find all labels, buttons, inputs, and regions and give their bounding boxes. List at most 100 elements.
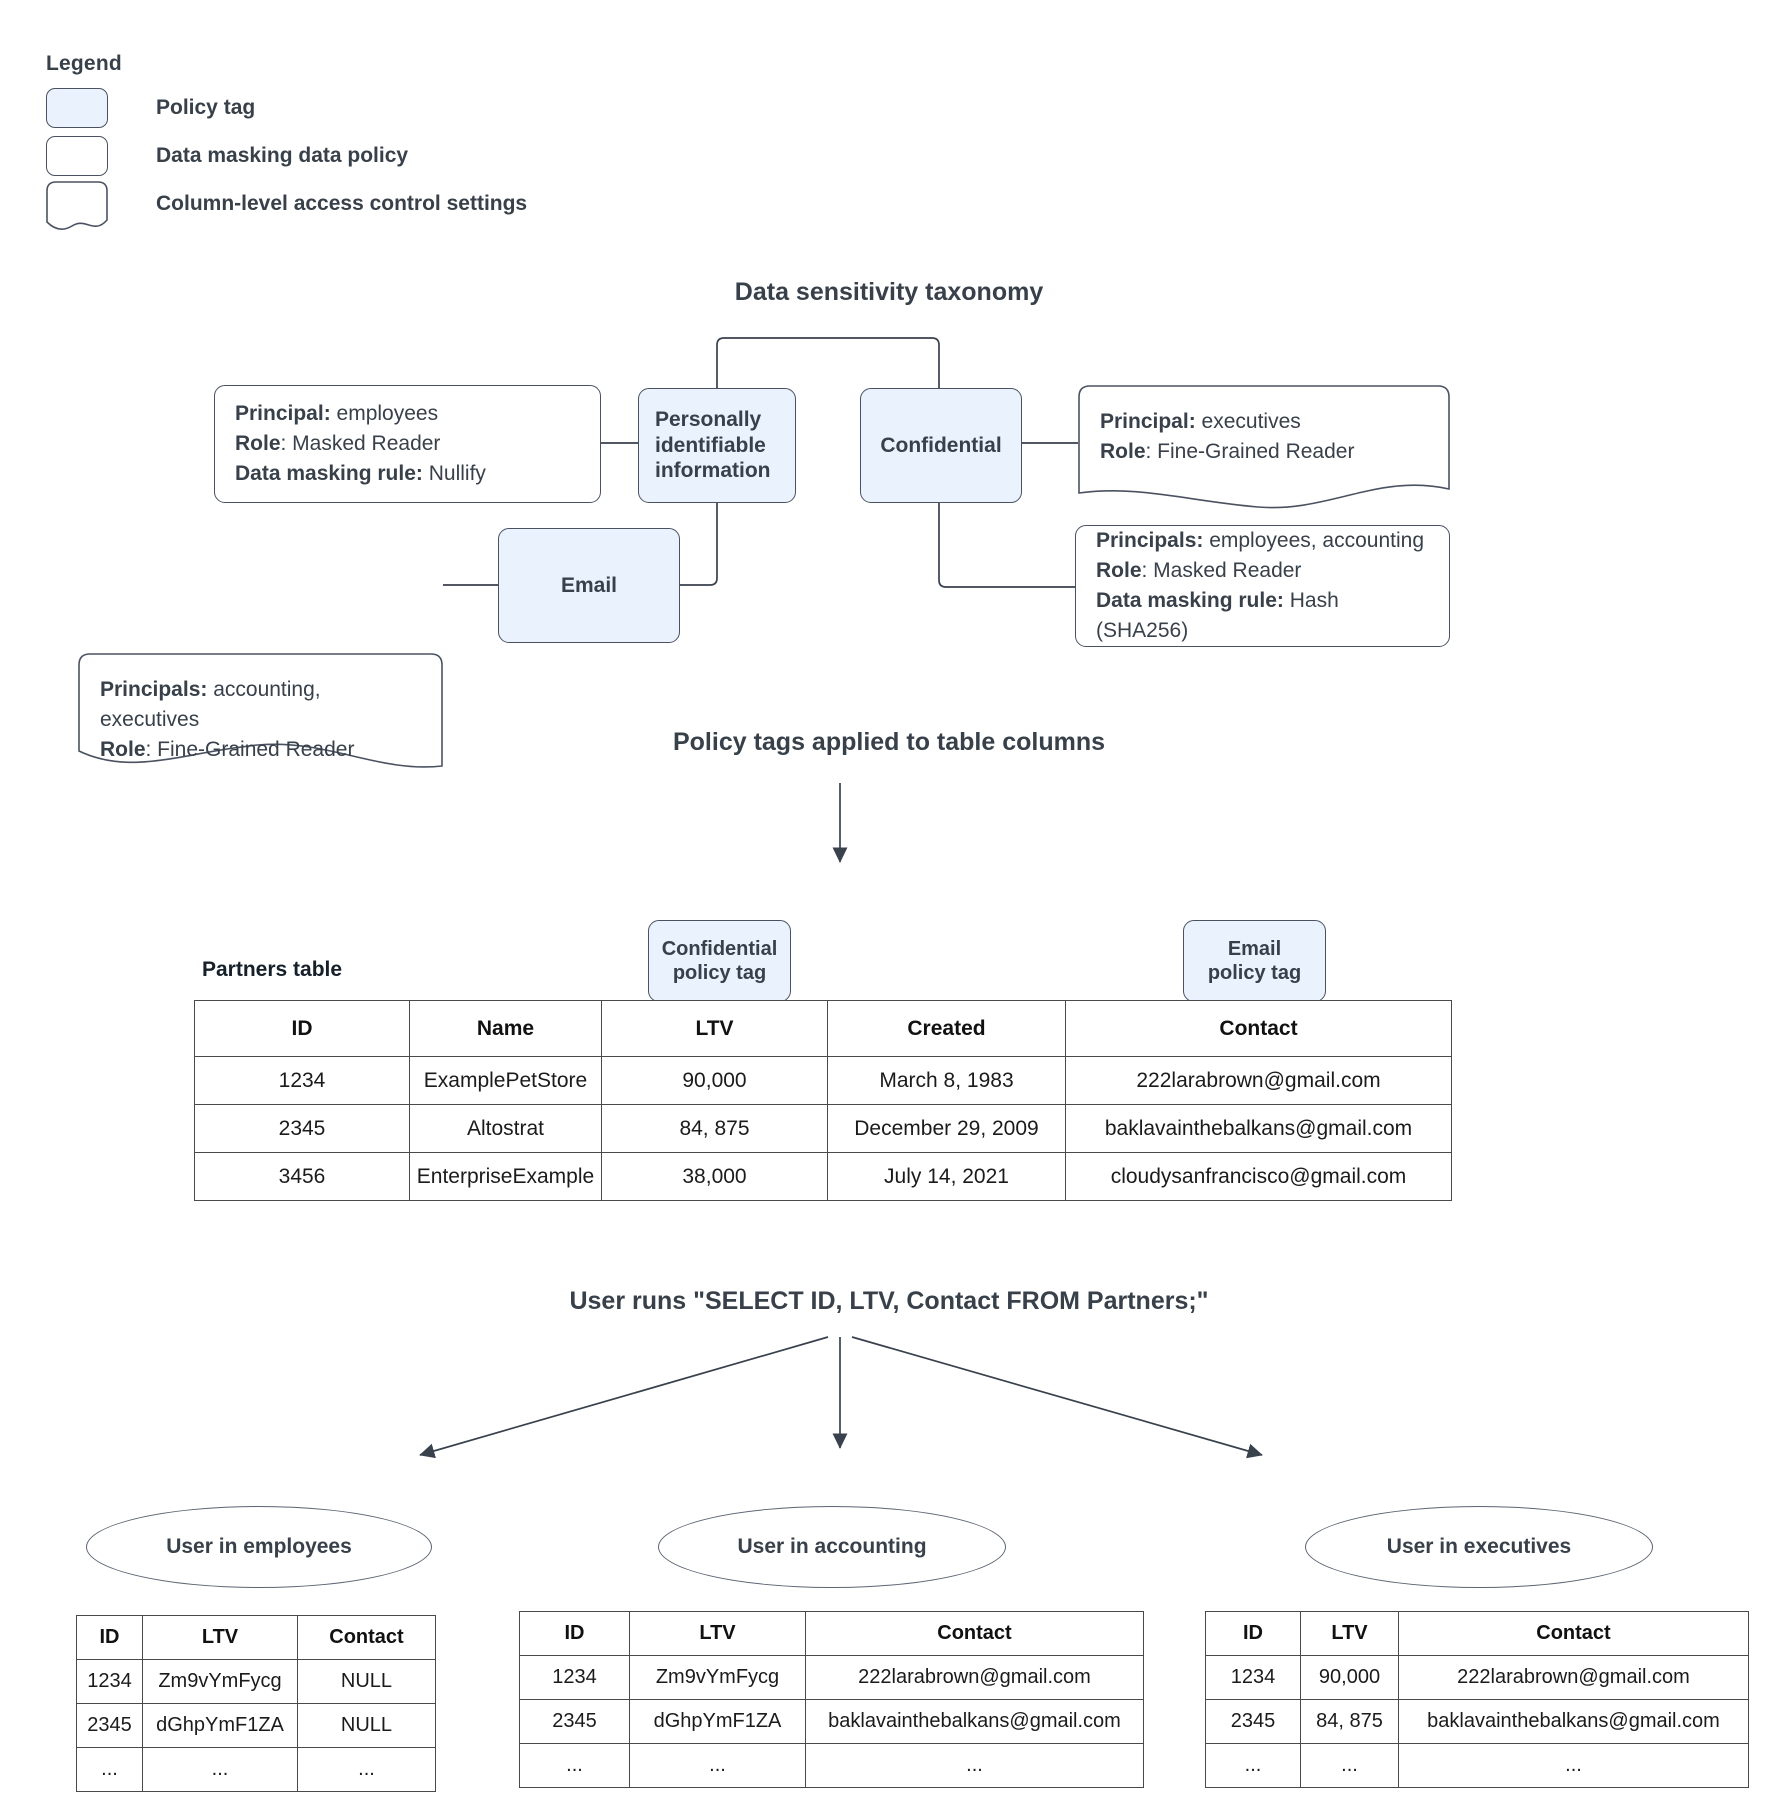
role-label: Role (1096, 559, 1142, 583)
table-cell: dGhpYmF1ZA (142, 1703, 298, 1748)
legend: Legend Policy tag Data masking data poli… (46, 52, 666, 231)
table-cell: Zm9vYmFycg (142, 1659, 298, 1704)
principal-value: employees (330, 402, 439, 426)
applied-title: Policy tags applied to table columns (672, 728, 1106, 756)
table-cell: cloudysanfrancisco@gmail.com (1065, 1152, 1452, 1201)
table-cell: ... (142, 1747, 298, 1792)
wavy-box-shape-icon (78, 653, 443, 768)
confidential-data-masking-policy-box: Principals: employees, accounting Role: … (1075, 525, 1450, 647)
table-cell: 1234 (519, 1655, 630, 1700)
principal-label: Principal: (235, 402, 331, 426)
table-row: ......... (519, 1743, 1144, 1788)
column-header: Contact (1065, 1000, 1452, 1057)
column-header: LTV (142, 1615, 298, 1660)
column-header: Contact (297, 1615, 436, 1660)
pii-line-2: identifiable (655, 433, 766, 457)
role-label: Role (235, 432, 281, 456)
table-cell: NULL (297, 1659, 436, 1704)
table-cell: ... (1205, 1743, 1301, 1788)
confidential-label: Confidential (880, 433, 1002, 457)
table-cell: 2345 (1205, 1699, 1301, 1744)
table-cell: 222larabrown@gmail.com (805, 1655, 1144, 1700)
callout-line-2: policy tag (672, 962, 767, 984)
policy-line-rule: Data masking rule: Nullify (235, 459, 580, 489)
table-cell: 222larabrown@gmail.com (1398, 1655, 1749, 1700)
legend-item-label: Column-level access control settings (156, 192, 528, 215)
table-cell: July 14, 2021 (827, 1152, 1066, 1201)
legend-item-label: Data masking data policy (156, 144, 409, 167)
callout-line-1: Email (1227, 937, 1282, 960)
table-cell: ExamplePetStore (409, 1056, 602, 1105)
policy-line-principal: Principal: executives (1100, 407, 1428, 437)
email-access-text: Principals: accounting, executives Role:… (78, 653, 443, 764)
persona-label: User in accounting (737, 1535, 927, 1558)
taxonomy-title: Data sensitivity taxonomy (734, 278, 1044, 306)
table-cell: 1234 (76, 1659, 143, 1704)
column-access-swatch (46, 181, 108, 231)
email-policy-tag-callout[interactable]: Email policy tag (1183, 920, 1326, 1002)
table-cell: ... (519, 1743, 630, 1788)
table-cell: December 29, 2009 (827, 1104, 1066, 1153)
query-title: User runs "SELECT ID, LTV, Contact FROM … (569, 1287, 1209, 1315)
column-header: Name (409, 1000, 602, 1057)
table-cell: 90,000 (1300, 1655, 1399, 1700)
legend-item-column-access: Column-level access control settings (46, 180, 666, 231)
policy-line-principal: Principals: accounting, executives (100, 675, 421, 735)
table-cell: baklavainthebalkans@gmail.com (1398, 1699, 1749, 1744)
role-value: : Masked Reader (1141, 559, 1302, 583)
column-header: ID (519, 1611, 630, 1656)
policy-tag-email[interactable]: Email (498, 528, 680, 643)
table-cell: ... (1398, 1743, 1749, 1788)
persona-label: User in employees (166, 1535, 352, 1558)
callout-line-1: Confidential (661, 937, 778, 960)
pii-line-3: information (655, 459, 771, 483)
legend-item-label: Policy tag (156, 96, 256, 119)
persona-executives: User in executives (1305, 1506, 1653, 1588)
policy-line-role: Role: Fine-Grained Reader (100, 735, 421, 765)
table-cell: NULL (297, 1703, 436, 1748)
role-value: : Fine-Grained Reader (1145, 439, 1355, 463)
table-cell: baklavainthebalkans@gmail.com (1065, 1104, 1452, 1153)
principal-value: accounting, executives (100, 678, 321, 731)
principal-label: Principals: (100, 678, 208, 701)
column-header: Contact (1398, 1611, 1749, 1656)
rule-label: Data masking rule: (235, 461, 423, 485)
policy-tag-pii[interactable]: Personally identifiable information (638, 388, 796, 503)
column-header: LTV (629, 1611, 806, 1656)
table-cell: EnterpriseExample (409, 1152, 602, 1201)
persona-employees: User in employees (86, 1506, 432, 1588)
policy-line-principal: Principals: employees, accounting (1096, 526, 1429, 556)
partners-table-caption: Partners table (202, 958, 343, 981)
table-cell: 84, 875 (601, 1104, 828, 1153)
rule-value: Hash (SHA256) (1096, 589, 1339, 642)
rule-label: Data masking rule: (1096, 589, 1284, 612)
confidential-policy-tag-callout[interactable]: Confidential policy tag (648, 920, 791, 1002)
data-masking-swatch (46, 136, 108, 176)
pii-line-1: Personally (655, 408, 762, 432)
policy-line-role: Role: Fine-Grained Reader (1100, 437, 1428, 467)
policy-tag-confidential[interactable]: Confidential (860, 388, 1022, 503)
table-cell: ... (629, 1743, 806, 1788)
policy-line-principal: Principal: employees (235, 399, 580, 429)
table-cell: baklavainthebalkans@gmail.com (805, 1699, 1144, 1744)
principal-label: Principal: (1100, 410, 1196, 433)
table-cell: 222larabrown@gmail.com (1065, 1056, 1452, 1105)
principal-value: executives (1195, 410, 1301, 433)
column-header: ID (76, 1615, 143, 1660)
persona-label: User in executives (1386, 1535, 1572, 1558)
table-cell: 90,000 (601, 1056, 828, 1105)
table-cell: ... (1300, 1743, 1399, 1788)
